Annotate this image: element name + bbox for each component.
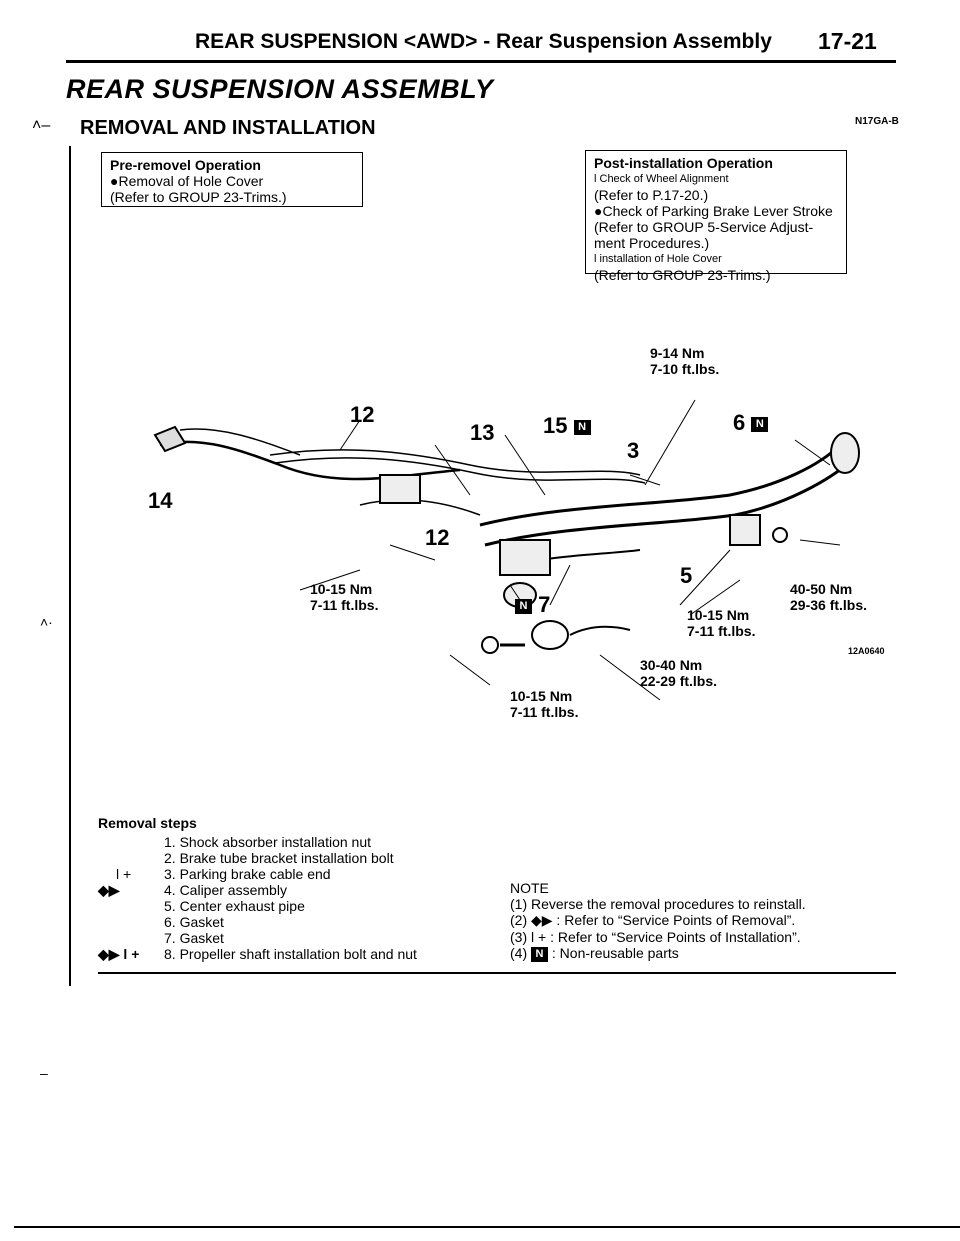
- post-item: (Refer to P.17-20.): [594, 187, 709, 203]
- callout-5: 5: [680, 563, 693, 588]
- header-title: REAR SUSPENSION <AWD> - Rear Suspension …: [195, 30, 772, 53]
- step-mark: ◆▶: [98, 882, 120, 898]
- post-installation-title: Post-installation Operation: [594, 155, 773, 171]
- torque-label: 7-10 ft.lbs.: [650, 361, 720, 377]
- subsection-title: REMOVAL AND INSTALLATION: [80, 117, 376, 139]
- torque-label: 22-29 ft.lbs.: [640, 673, 718, 689]
- doc-code: N17GA-B: [855, 116, 899, 127]
- note-line: (3) l + : Refer to “Service Points of In…: [510, 929, 801, 945]
- pre-removal-title: Pre-removel Operation: [110, 157, 261, 173]
- exploded-diagram: [153, 399, 860, 701]
- non-reusable-badge: N: [515, 598, 532, 614]
- page-number: 17-21: [818, 28, 877, 54]
- non-reusable-badge: N: [751, 416, 769, 432]
- left-margin-rule: [69, 146, 71, 986]
- removal-step: 7. Gasket: [164, 930, 224, 946]
- non-reusable-badge: N: [573, 419, 591, 435]
- post-item: ment Procedures.): [594, 235, 710, 251]
- step-mark: l +: [116, 866, 132, 882]
- header-rule: [66, 60, 896, 63]
- removal-step: 3. Parking brake cable end: [164, 866, 331, 882]
- figure-code: 12A0640: [848, 646, 885, 656]
- post-item: (Refer to GROUP 23-Trims.): [594, 267, 771, 283]
- post-installation-box: Post-installation Operation l Check of W…: [585, 150, 847, 283]
- callout-6: 6 N: [733, 410, 769, 436]
- removal-steps-title: Removal steps: [98, 815, 197, 831]
- margin-mark: ˄·: [40, 614, 53, 630]
- bottom-rule: [98, 972, 896, 974]
- removal-step: 4. Caliper assembly: [164, 882, 287, 898]
- removal-step: 8. Propeller shaft installation bolt and…: [164, 946, 417, 962]
- callout-15: 15 N: [543, 413, 591, 439]
- margin-mark: ˄–: [32, 117, 51, 134]
- post-item: (Refer to GROUP 5-Service Adjust-: [594, 219, 814, 235]
- removal-step: 1. Shock absorber installation nut: [164, 834, 372, 850]
- torque-label: 9-14 Nm: [650, 345, 705, 361]
- callout-14: 14: [148, 488, 173, 513]
- note-line: (1) Reverse the removal procedures to re…: [510, 896, 806, 912]
- section-title: REAR SUSPENSION ASSEMBLY: [66, 74, 494, 104]
- torque-label: 10-15 Nm: [510, 688, 573, 704]
- note-title: NOTE: [510, 880, 549, 896]
- torque-label: 40-50 Nm: [790, 581, 853, 597]
- torque-label: 10-15 Nm: [310, 581, 373, 597]
- torque-label: 7-11 ft.lbs.: [310, 597, 379, 613]
- footer-rule: [14, 1226, 960, 1228]
- removal-step: 6. Gasket: [164, 914, 224, 930]
- torque-label: 10-15 Nm: [687, 607, 750, 623]
- torque-label: 7-11 ft.lbs.: [687, 623, 756, 639]
- torque-label: 7-11 ft.lbs.: [510, 704, 579, 720]
- torque-label: 30-40 Nm: [640, 657, 703, 673]
- torque-label: 29-36 ft.lbs.: [790, 597, 868, 613]
- margin-mark: –: [40, 1065, 48, 1081]
- note-line: (2) ◆▶ : Refer to “Service Points of Rem…: [510, 912, 796, 928]
- post-item: ●Check of Parking Brake Lever Stroke: [594, 203, 833, 219]
- callout-13: 13: [470, 420, 495, 445]
- post-item: l Check of Wheel Alignment: [594, 173, 729, 185]
- removal-step: 5. Center exhaust pipe: [164, 898, 305, 914]
- callout-12: 12: [350, 402, 375, 427]
- step-mark: ◆▶ l +: [98, 946, 140, 962]
- non-reusable-badge: N: [531, 946, 549, 962]
- pre-removal-line: (Refer to GROUP 23-Trims.): [110, 189, 287, 205]
- pre-removal-line: ●Removal of Hole Cover: [110, 173, 264, 189]
- note-line-4: (4) N : Non-reusable parts: [510, 945, 679, 962]
- callout-3: 3: [627, 438, 640, 463]
- removal-step: 2. Brake tube bracket installation bolt: [164, 850, 394, 866]
- post-item: l installation of Hole Cover: [594, 253, 722, 265]
- callout-12b: 12: [425, 525, 450, 550]
- pre-removal-box: Pre-removel Operation ●Removal of Hole C…: [101, 152, 363, 207]
- callout-7: N 7: [515, 592, 550, 618]
